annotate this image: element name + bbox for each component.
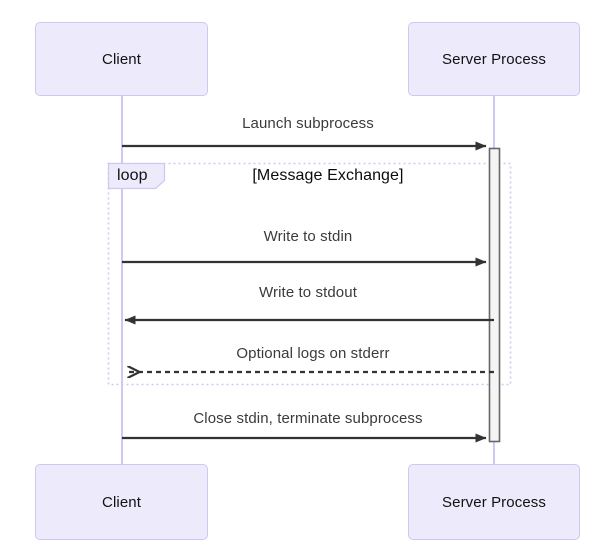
activation-bar-server-process — [488, 147, 501, 443]
participant-server-process-top[interactable]: Server Process — [408, 22, 580, 96]
loop-tag-label: loop — [117, 167, 148, 184]
message-arrows — [122, 141, 494, 443]
message-label-launch-subprocess: Launch subprocess — [242, 115, 374, 132]
participant-client-top[interactable]: Client — [35, 22, 208, 96]
participant-label-server-process-top: Server Process — [442, 50, 546, 68]
participant-server-process-bottom[interactable]: Server Process — [408, 464, 580, 540]
message-label-optional-logs-on-stderr: Optional logs on stderr — [236, 345, 390, 362]
message-label-close-stdin-terminate-subprocess: Close stdin, terminate subprocess — [193, 410, 423, 427]
loop-tag-shape — [107, 162, 166, 190]
loop-fragment-frame — [107, 162, 512, 386]
message-label-write-to-stdin: Write to stdin — [263, 228, 353, 245]
participant-label-client-bottom: Client — [102, 493, 141, 511]
participant-client-bottom[interactable]: Client — [35, 464, 208, 540]
participant-label-server-process-bottom: Server Process — [442, 493, 546, 511]
message-label-write-to-stdout: Write to stdout — [259, 284, 357, 301]
participant-label-client-top: Client — [102, 50, 141, 68]
loop-fragment-title: [Message Exchange] — [252, 167, 404, 184]
